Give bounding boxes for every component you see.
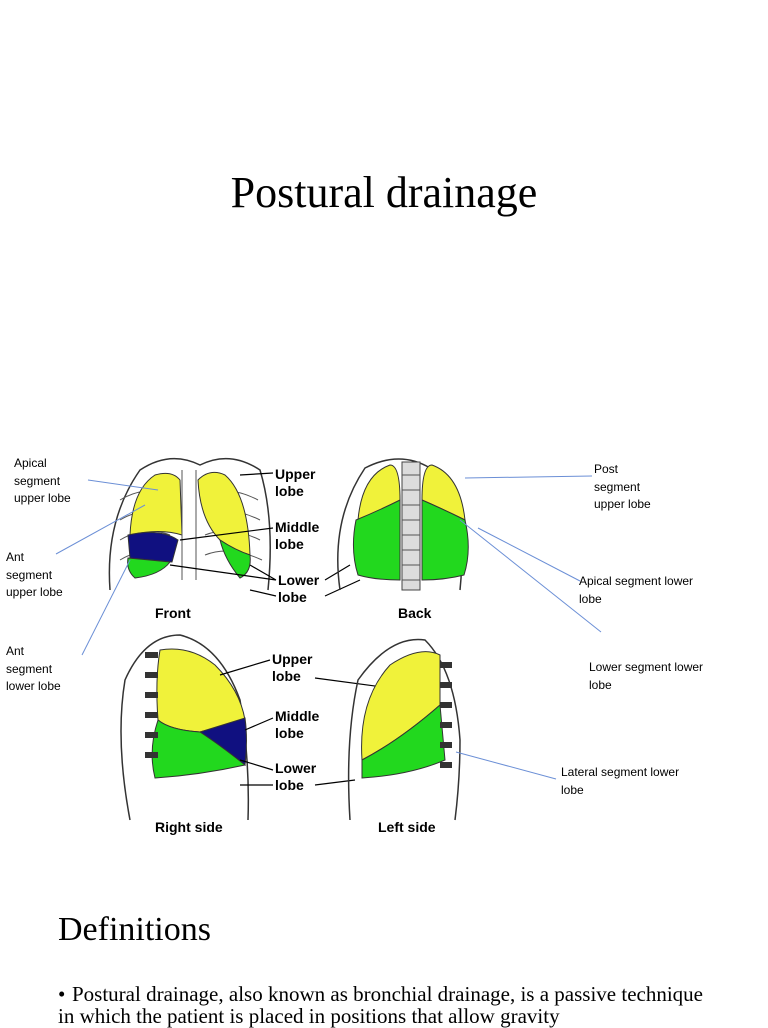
lung-lobes-figure: Front Upper lobe Middle lobe Lower lobe … [100,440,490,840]
definitions-heading: Definitions [58,911,211,948]
left-side-label: Left side [378,819,436,835]
callout-apical-upper: Apical segment upper lobe [14,456,71,505]
bullet-marker: • [58,982,66,1006]
upper-lobe-label-top: Upper [275,466,316,482]
back-view: Back [337,458,469,621]
definition-bullet-text: Postural drainage, also known as bronchi… [58,982,703,1028]
lower-lobe-label-top: Lower [278,572,320,588]
callout-ant-upper: Ant segment upper lobe [6,550,63,599]
front-right-lower-lobe [127,557,171,579]
front-view: Front [108,457,271,621]
back-right-lower-lobe [352,499,401,581]
right-side-lower-lobe [151,719,247,779]
callout-lateral-lower: Lateral segment lower lobe [561,765,680,797]
slide-title: Postural drainage [230,168,538,217]
front-right-middle-lobe [127,531,179,563]
upper-lobe-label-side-bottom: lobe [272,668,301,684]
lung-diagram: Front Upper lobe Middle lobe Lower lobe … [108,457,469,835]
middle-lobe-label-top: Middle [275,519,320,535]
right-side-upper-lobe [156,648,246,733]
callout-apical-lower: Apical segment lower lobe [579,574,694,606]
lower-lobe-label-side-bottom: lobe [275,777,304,793]
back-label: Back [398,605,432,621]
front-right-upper-lobe [129,472,183,536]
callout-ant-lower: Ant segment lower lobe [6,644,61,693]
middle-lobe-label-bottom: lobe [275,536,304,552]
lower-lobe-label-side-top: Lower [275,760,317,776]
right-side-view: Right side [120,634,250,835]
front-left-lower-lobe [219,538,251,579]
upper-lobe-label-side-top: Upper [272,651,313,667]
middle-lobe-label-side-top: Middle [275,708,320,724]
upper-lobe-label-bottom: lobe [275,483,304,499]
middle-lobe-label-side-bottom: lobe [275,725,304,741]
right-side-label: Right side [155,819,223,835]
front-label: Front [155,605,191,621]
callout-post-upper: Post segment upper lobe [594,462,651,511]
definition-bullet: •Postural drainage, also known as bronch… [58,983,708,1027]
callout-lower-lower: Lower segment lower lobe [589,660,704,692]
left-side-lower-lobe [361,703,446,779]
left-side-view: Left side [347,638,461,835]
lower-lobe-label-bottom: lobe [278,589,307,605]
